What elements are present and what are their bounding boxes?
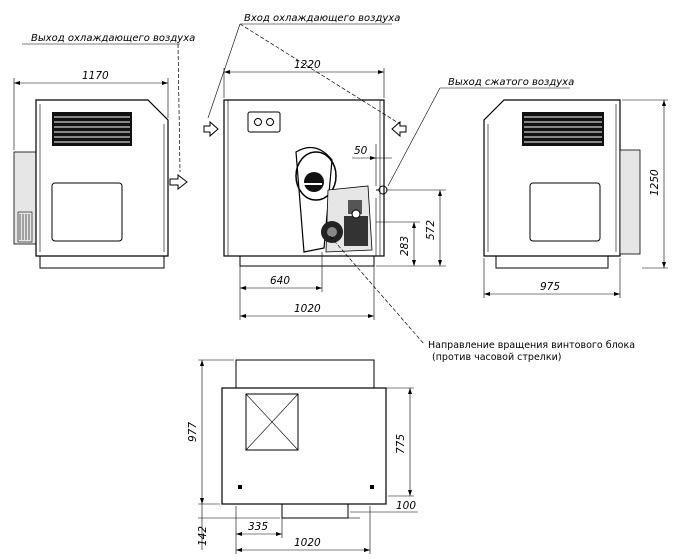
inlet-arrow-right-icon — [391, 120, 407, 138]
dim-front-width: 1220 — [294, 59, 321, 71]
right-side-view: 975 1250 — [483, 99, 668, 298]
top-view: 977 775 100 142 335 1020 — [187, 359, 418, 554]
right-access-panel — [529, 182, 601, 242]
outlet-arrow-icon — [169, 173, 188, 191]
left-side-duct — [13, 151, 37, 245]
label-rotation-line1: Направление вращения винтового блока — [428, 340, 635, 351]
dim-top-inlet-width: 100 — [396, 500, 416, 512]
left-side-view: 1170 Выход охлаждающего воздуха — [13, 33, 195, 269]
label-cooling-air-inlet: Вход охлаждающего воздуха — [244, 13, 400, 24]
dim-top-depth: 977 — [187, 422, 199, 442]
dim-base-width: 1020 — [294, 303, 321, 315]
dim-right-height: 1250 — [649, 169, 661, 196]
dim-left-width: 1170 — [82, 70, 109, 82]
dim-top-inner-depth: 775 — [395, 434, 407, 454]
inlet-arrow-left-icon — [203, 120, 219, 138]
label-compressed-air-outlet: Выход сжатого воздуха — [448, 77, 574, 88]
control-panel — [247, 111, 281, 133]
top-cabinet — [221, 387, 387, 505]
dim-top-base-width: 1020 — [294, 537, 321, 549]
dim-top-base-offset: 335 — [248, 521, 268, 533]
top-vent-panel — [245, 393, 299, 451]
front-view: Вход охлаждающего воздуха Выход сжатого … — [203, 13, 635, 363]
dim-outlet-offset: 50 — [354, 145, 368, 157]
label-cooling-air-outlet: Выход охлаждающего воздуха — [31, 33, 195, 44]
label-rotation-line2: (против часовой стрелки) — [432, 352, 561, 363]
dim-right-width: 975 — [540, 281, 560, 293]
right-vent-grille — [522, 112, 604, 146]
dim-outlet-height: 572 — [425, 220, 437, 240]
left-vent-grille — [52, 112, 132, 146]
left-access-panel — [51, 182, 123, 242]
right-side-duct — [619, 149, 641, 255]
dim-block-offset: 640 — [270, 275, 290, 287]
dim-top-protrusion: 142 — [197, 526, 209, 546]
dim-block-height: 283 — [399, 236, 411, 256]
